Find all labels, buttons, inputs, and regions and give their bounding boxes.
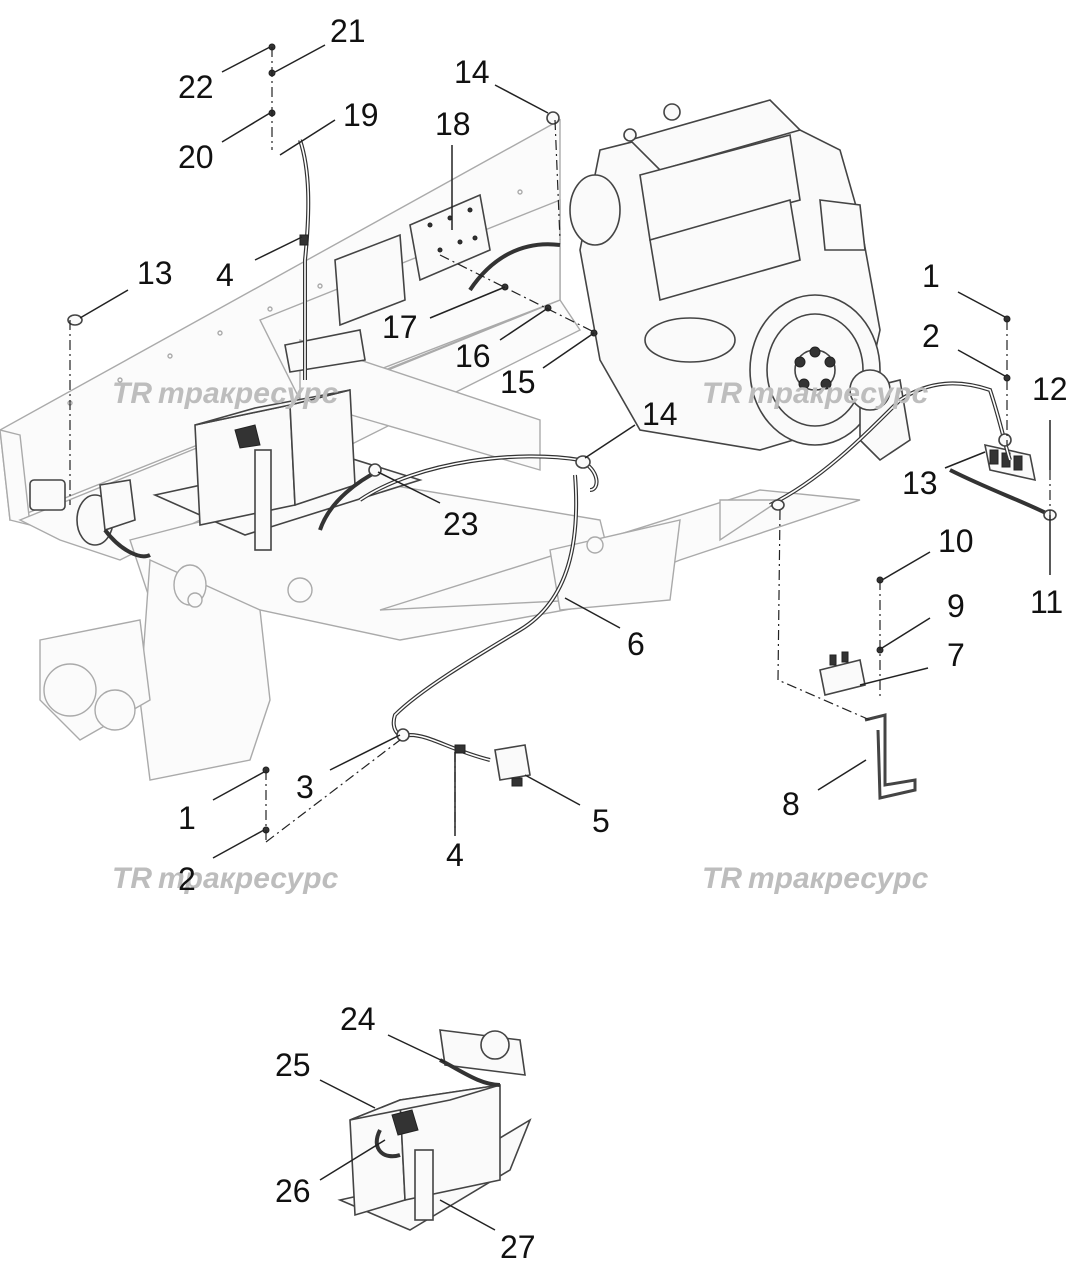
leader-lines: [79, 44, 1051, 1231]
watermark-text: трaкресурс: [158, 377, 339, 410]
callout-17: 17: [382, 309, 418, 345]
watermark-mark: TR: [702, 862, 742, 895]
relay-block-7: [819, 651, 866, 696]
watermark-text: трaкресурс: [748, 377, 929, 410]
watermark-mark: TR: [112, 862, 152, 895]
engine: [569, 99, 911, 462]
connector-block-12: [983, 443, 1037, 482]
callout-labels: 21 22 19 20 14 18 13 4 17 16 15 14 23 6 …: [137, 13, 1068, 1265]
battery-assembly: [152, 329, 423, 551]
callout-24: 24: [340, 1001, 376, 1037]
work-light-left: [29, 479, 136, 546]
callout-26: 26: [275, 1173, 311, 1209]
callout-2-right: 2: [922, 318, 940, 354]
callout-8: 8: [782, 786, 800, 822]
callout-11: 11: [1030, 584, 1063, 620]
callout-3: 3: [296, 769, 314, 805]
callout-13-right: 13: [902, 465, 938, 501]
callout-12: 12: [1032, 371, 1068, 407]
bracket-8: [864, 713, 917, 800]
control-box-18: [334, 193, 491, 327]
callout-20: 20: [178, 139, 214, 175]
watermark-mark: TR: [702, 377, 742, 410]
callout-15: 15: [500, 364, 536, 400]
callout-19: 19: [343, 97, 379, 133]
battery-inset: [337, 1029, 532, 1231]
callout-9: 9: [947, 588, 965, 624]
light-5: [494, 744, 531, 787]
callout-27: 27: [500, 1229, 536, 1265]
callout-13-left: 13: [137, 255, 173, 291]
callout-23: 23: [443, 506, 479, 542]
callout-1-right: 1: [922, 258, 940, 294]
callout-6: 6: [627, 626, 645, 662]
callout-25: 25: [275, 1047, 311, 1083]
callout-14-top: 14: [454, 54, 490, 90]
watermark-text: трaкресурс: [158, 862, 339, 895]
callout-4-bottom: 4: [446, 837, 464, 873]
callout-4-top: 4: [216, 257, 234, 293]
callout-22: 22: [178, 69, 214, 105]
callout-2-bottom: 2: [178, 861, 196, 897]
watermark-1: TR трaкресурс: [112, 377, 339, 410]
watermark-text: трaкресурс: [748, 862, 929, 895]
callout-1-bottom: 1: [178, 800, 196, 836]
watermark-3: TR трaкресурс: [112, 862, 339, 895]
watermark-2: TR трaкресурс: [702, 377, 929, 410]
callout-14-mid: 14: [642, 396, 678, 432]
watermark-4: TR трaкресурс: [702, 862, 929, 895]
callout-18: 18: [435, 106, 471, 142]
clips: [67, 111, 1057, 754]
callout-16: 16: [455, 338, 491, 374]
callout-10: 10: [938, 523, 974, 559]
assembly-lines: [69, 47, 1051, 843]
watermark-mark: TR: [112, 377, 152, 410]
callout-7: 7: [947, 637, 965, 673]
callout-5: 5: [592, 803, 610, 839]
callout-21: 21: [330, 13, 366, 49]
